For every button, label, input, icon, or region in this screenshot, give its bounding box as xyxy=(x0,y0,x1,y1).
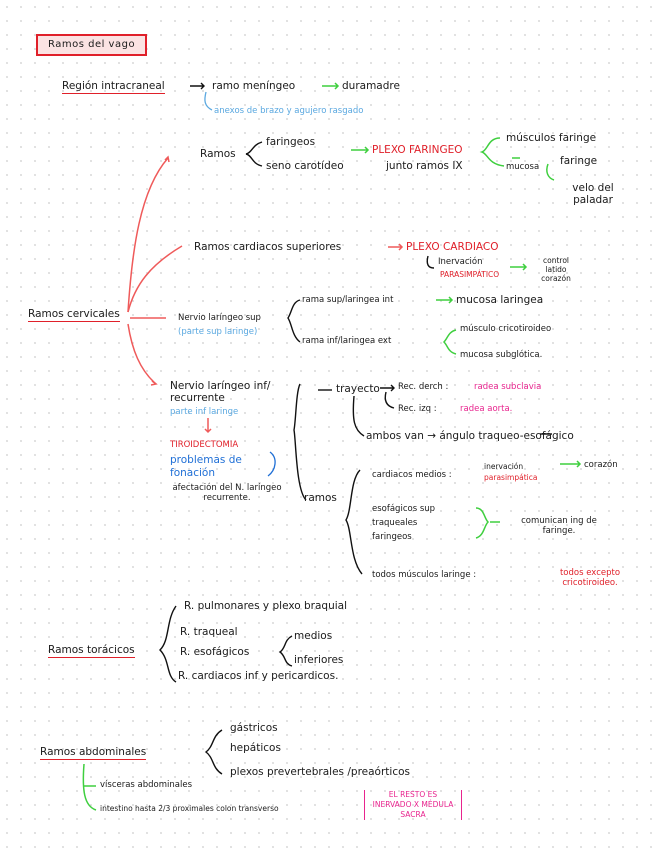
visceras-abdominales: vísceras abdominales xyxy=(100,780,193,790)
hepaticos: hepáticos xyxy=(230,742,281,754)
plexo-cardiaco: PLEXO CARDIACO xyxy=(406,241,499,253)
inervacion-medios: inervación xyxy=(484,462,524,471)
esofagicos-sup: esofágicos sup xyxy=(372,504,436,514)
todos-excepto: todos excepto cricotiroideo. xyxy=(559,568,621,588)
mucosa: mucosa xyxy=(506,162,540,172)
ramos-cervicales-label: Ramos cervicales xyxy=(28,308,120,322)
ramos-inf: ramos xyxy=(304,492,337,504)
esofagicos-medios: medios xyxy=(294,630,333,642)
rec-derch-value: radea subclavia xyxy=(474,382,542,392)
nervio-laringeo-inf: Nervio laríngeo inf/ recurrente xyxy=(170,380,271,404)
region-intracraneal-label: Región intracraneal xyxy=(62,80,165,94)
junto-ramos-ix: junto ramos IX xyxy=(386,160,463,172)
rec-izq-value: radea aorta. xyxy=(460,404,513,414)
r-cardiacos-inf: R. cardiacos inf y pericardicos. xyxy=(178,670,339,682)
todos-musculos-laringe: todos músculos laringe : xyxy=(372,570,477,580)
parasimpatica-medios: parasimpática xyxy=(484,473,538,482)
ramo-meningeo: ramo meníngeo xyxy=(212,80,296,92)
problemas-fonacion: problemas de fonación xyxy=(170,454,242,479)
velo-del-paladar: velo del paladar xyxy=(572,182,614,206)
inervacion-label: Inervación xyxy=(438,257,483,267)
ramos-seno-carotideo: seno carotídeo xyxy=(266,160,344,172)
esofagicos-inferiores: inferiores xyxy=(294,654,344,666)
ramos-toracicos-label: Ramos torácicos xyxy=(48,644,135,658)
musculos-faringe: músculos faringe xyxy=(506,132,597,144)
ramos-faringeos: faringeos xyxy=(266,136,316,148)
intestino-hasta: intestino hasta 2/3 proximales colon tra… xyxy=(100,804,279,813)
nervio-laringeo-sup: Nervio laríngeo sup xyxy=(178,313,261,323)
faringeos-inf: faringeos xyxy=(372,532,412,542)
duramadre: duramadre xyxy=(342,80,400,92)
rama-sup: rama sup/laringea int xyxy=(302,295,394,305)
ramos-label: Ramos xyxy=(200,148,236,160)
nervio-inf-note: parte inf laringe xyxy=(170,407,239,417)
r-traqueal: R. traqueal xyxy=(180,626,238,638)
afectacion-recurrente: afectación del N. laríngeo recurrente. xyxy=(172,483,282,503)
traqueales: traqueales xyxy=(372,518,418,528)
plexo-faringeo: PLEXO FARINGEO xyxy=(372,144,463,156)
rec-izq: Rec. izq : xyxy=(398,404,437,414)
ramos-cardiacos-superiores: Ramos cardiacos superiores xyxy=(194,241,342,253)
control-latido: control latido corazón xyxy=(541,256,571,283)
corazon-medios: corazón xyxy=(584,460,618,470)
tiroidectomia: TIROIDECTOMIA xyxy=(170,440,239,450)
ramos-abdominales-label: Ramos abdominales xyxy=(40,746,147,760)
comunican-faringe: comunican ing de faringe. xyxy=(521,516,597,536)
mucosa-subglotica: mucosa subglótica. xyxy=(460,350,543,360)
parasimpatico-label: PARASIMPÁTICO xyxy=(440,270,500,279)
gastricos: gástricos xyxy=(230,722,278,734)
musculo-cricotiroideo: músculo cricotiroideo xyxy=(460,324,552,334)
trayecto: trayecto xyxy=(336,383,380,395)
mucosa-laringea: mucosa laringea xyxy=(456,294,544,306)
cardiacos-medios: cardiacos medios : xyxy=(372,470,452,480)
r-esofagicos: R. esofágicos xyxy=(180,646,250,658)
rec-derch: Rec. derch : xyxy=(398,382,449,392)
plexos-prevertebrales: plexos prevertebrales /preaórticos xyxy=(230,766,410,778)
r-pulmonares: R. pulmonares y plexo braquial xyxy=(184,600,347,612)
ambos-van: ambos van → ángulo traqueo-esofágico xyxy=(366,430,574,442)
mucosa-faringe: faringe xyxy=(560,155,598,167)
meningeo-note: anexos de brazo y agujero rasgado xyxy=(214,106,364,116)
resto-inervado-medula-sacra: EL RESTO ES INERVADO X MÉDULA SACRA xyxy=(364,790,462,820)
rama-inf: rama inf/laringea ext xyxy=(302,336,392,346)
page-title: Ramos del vago xyxy=(36,34,148,56)
nervio-sup-note: (parte sup laringe) xyxy=(178,327,258,337)
